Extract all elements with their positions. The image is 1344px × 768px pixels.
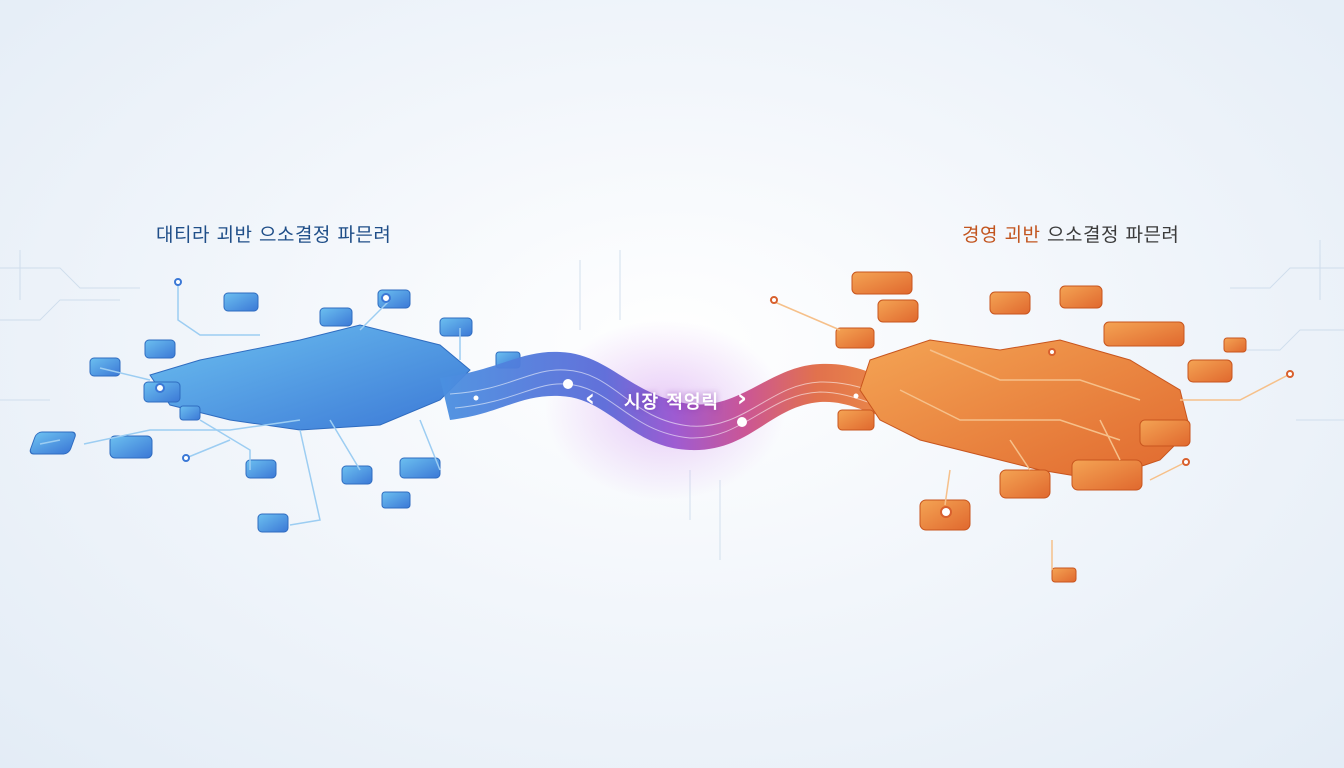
band-nodes: [473, 379, 859, 427]
left-tile: [399, 457, 441, 479]
right-tile: [877, 299, 919, 323]
band-traces: [449, 369, 906, 439]
left-tile: [223, 292, 259, 312]
left-tile: [179, 405, 201, 421]
right-tile: [1139, 419, 1191, 447]
right-nodes: [770, 296, 1294, 518]
left-panel-title: 대티라 괴반 으소결정 파믄려: [156, 224, 392, 246]
right-panel-title-rest: 으소결정 파믄려: [1047, 224, 1180, 246]
left-tile: [439, 317, 473, 337]
right-tile: [1071, 459, 1143, 491]
right-circuit-cluster: [835, 271, 1247, 583]
left-tile: [144, 339, 176, 359]
left-tile: [257, 513, 289, 533]
left-tile: [341, 465, 373, 485]
left-tile: [319, 307, 353, 327]
left-nodes: [155, 278, 391, 462]
left-tile: [89, 357, 121, 377]
right-tile: [835, 327, 875, 349]
right-tile: [1059, 285, 1103, 309]
right-traces: [769, 299, 1291, 570]
left-tile: [245, 459, 277, 479]
left-tile: [381, 491, 411, 509]
right-tile: [837, 409, 875, 431]
chevron-right-icon: ›: [737, 384, 747, 412]
left-tile: [29, 431, 76, 455]
right-tile: [1103, 321, 1185, 347]
left-traces: [39, 282, 461, 526]
right-main-block: [859, 339, 1191, 481]
right-tile: [1223, 337, 1247, 353]
bridge-label: 시장 적엉릭: [624, 392, 720, 413]
center-band: [440, 351, 910, 451]
right-tile: [1051, 567, 1077, 583]
right-tile: [999, 469, 1051, 499]
chevron-left-icon: ‹: [585, 384, 595, 412]
right-panel-title-accent: 경영 괴반: [962, 224, 1047, 246]
right-tile: [851, 271, 913, 295]
right-tile: [989, 291, 1031, 315]
left-tile: [109, 435, 153, 459]
right-panel-title: 경영 괴반 으소결정 파믄려: [962, 220, 1179, 247]
right-tile: [1187, 359, 1233, 383]
left-circuit-cluster: [29, 289, 521, 533]
